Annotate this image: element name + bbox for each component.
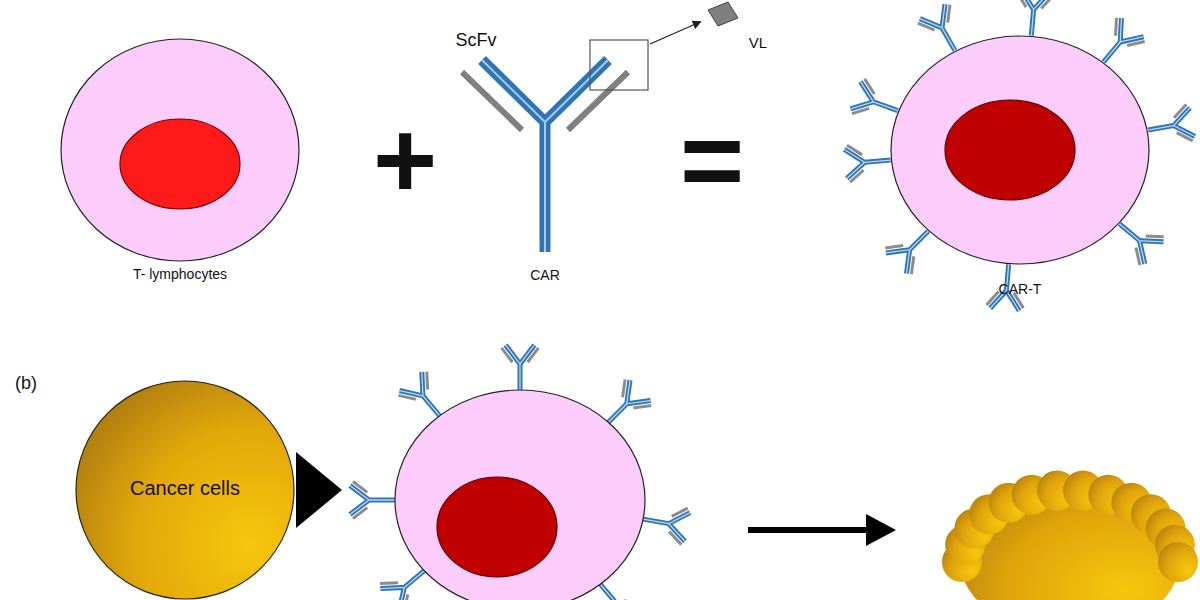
cell-caption: CAR-T bbox=[999, 282, 1042, 297]
t-lymphocyte-cell: T- lymphocytes bbox=[60, 38, 300, 262]
vl-label: VL bbox=[749, 35, 767, 50]
cell-outline bbox=[60, 38, 300, 262]
car-t-cell: CAR-T bbox=[890, 35, 1150, 265]
bottom-car-t-cell bbox=[395, 390, 645, 600]
car-receptors bbox=[350, 0, 1195, 600]
result-arrow-shaft bbox=[748, 527, 872, 533]
result-arrow-head bbox=[866, 514, 896, 546]
scfv-label: ScFv bbox=[455, 31, 496, 49]
cancer-cell: Cancer cells bbox=[75, 380, 295, 600]
plus-sign: + bbox=[373, 105, 437, 215]
zoom-box bbox=[590, 40, 648, 90]
dead-cancer-cell bbox=[942, 471, 1198, 600]
equals-sign: = bbox=[680, 105, 744, 215]
antigen-triangle bbox=[296, 452, 342, 528]
zoom-arrow bbox=[650, 22, 700, 44]
vl-domain bbox=[708, 2, 738, 26]
cell-caption: T- lymphocytes bbox=[133, 267, 227, 282]
cell-label: Cancer cells bbox=[130, 477, 240, 499]
cell-outline bbox=[890, 35, 1150, 265]
panel-label: (b) bbox=[15, 374, 37, 392]
car-antibody bbox=[462, 60, 628, 252]
car-label: CAR bbox=[530, 268, 560, 282]
